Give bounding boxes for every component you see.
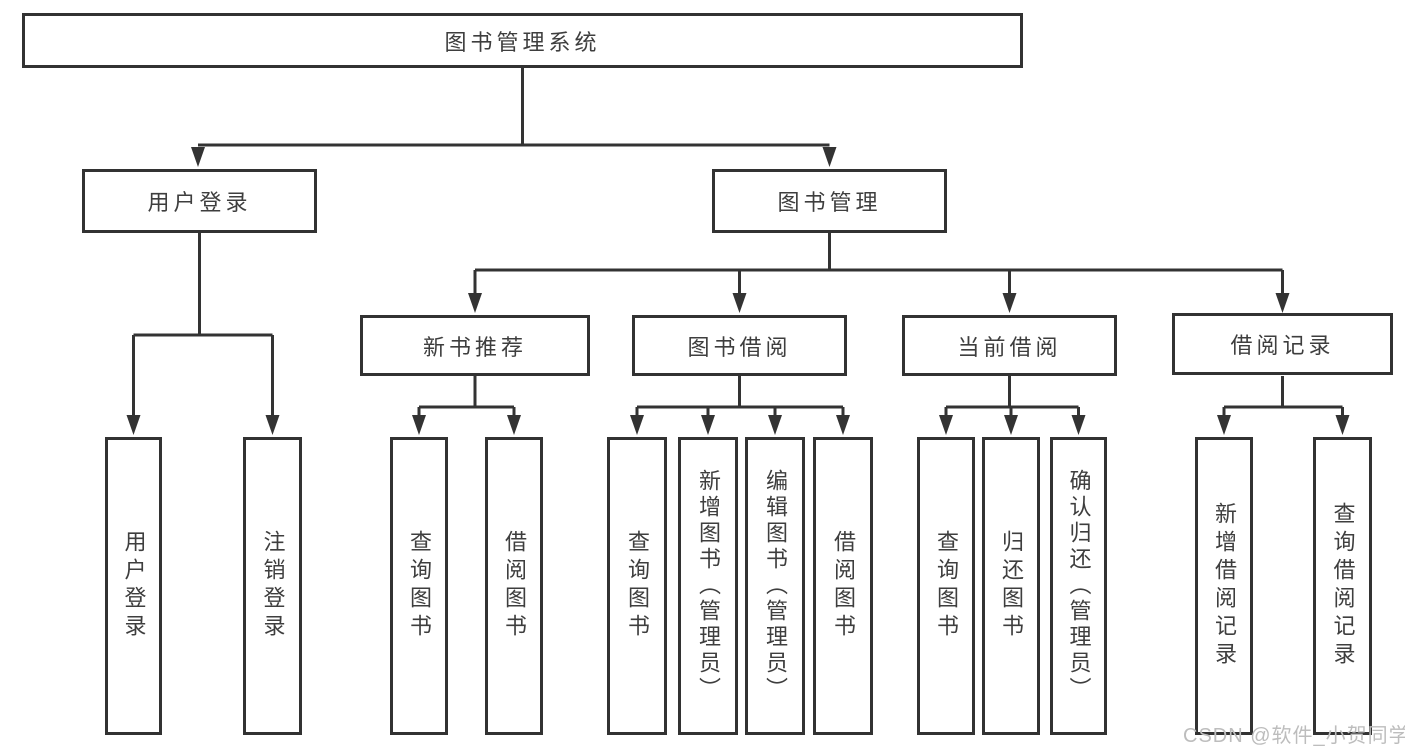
node-user-login: 用户登录 [82,169,317,233]
leaf-logout: 注销登录 [243,437,302,735]
leaf-br-query-record: 查询借阅记录 [1313,437,1372,735]
leaf-cb-return-book-label: 归还图书 [999,530,1024,642]
leaf-bb-query-book-label: 查询图书 [625,530,650,642]
leaf-bb-add-book-label: 新增图书（管理员） [696,469,721,703]
node-new-book-recommend-label: 新书推荐 [422,334,527,360]
node-user-login-label: 用户登录 [147,190,252,215]
node-book-borrow: 图书借阅 [632,315,847,376]
leaf-bb-add-book: 新增图书（管理员） [678,437,738,735]
leaf-cb-query-book: 查询图书 [917,437,975,735]
leaf-nb-query-book-label: 查询图书 [407,530,432,642]
node-current-borrow-label: 当前借阅 [957,334,1062,360]
connector-lines [132,68,1344,416]
node-book-management: 图书管理 [712,169,947,233]
node-book-borrow-label: 图书借阅 [687,334,792,360]
node-borrow-records-label: 借阅记录 [1230,333,1335,358]
node-borrow-records: 借阅记录 [1172,313,1393,375]
leaf-br-add-record: 新增借阅记录 [1195,437,1253,735]
leaf-bb-query-book: 查询图书 [607,437,667,735]
leaf-bb-edit-book-label: 编辑图书（管理员） [763,469,788,703]
leaf-cb-confirm-return: 确认归还（管理员） [1050,437,1107,735]
leaf-bb-edit-book: 编辑图书（管理员） [745,437,805,735]
leaf-cb-query-book-label: 查询图书 [934,530,959,642]
node-current-borrow: 当前借阅 [902,315,1117,376]
leaf-cb-confirm-return-label: 确认归还（管理员） [1066,469,1092,703]
node-book-management-label: 图书管理 [777,190,882,215]
leaf-br-query-record-label: 查询借阅记录 [1330,502,1356,670]
csdn-watermark: CSDN @软件_小贺同学 [1183,725,1405,747]
node-new-book-recommend: 新书推荐 [360,315,590,376]
leaf-nb-query-book: 查询图书 [390,437,448,735]
leaf-user-login: 用户登录 [105,437,162,735]
arrow-down-icons [126,147,1350,435]
node-root: 图书管理系统 [22,13,1023,68]
leaf-bb-borrow-book-label: 借阅图书 [831,530,856,642]
node-root-label: 图书管理系统 [444,29,601,55]
leaf-nb-borrow-book-label: 借阅图书 [502,530,527,642]
leaf-cb-return-book: 归还图书 [982,437,1040,735]
leaf-user-login-label: 用户登录 [121,530,147,642]
leaf-nb-borrow-book: 借阅图书 [485,437,543,735]
leaf-br-add-record-label: 新增借阅记录 [1212,502,1237,670]
leaf-logout-label: 注销登录 [260,530,286,642]
leaf-bb-borrow-book: 借阅图书 [813,437,873,735]
